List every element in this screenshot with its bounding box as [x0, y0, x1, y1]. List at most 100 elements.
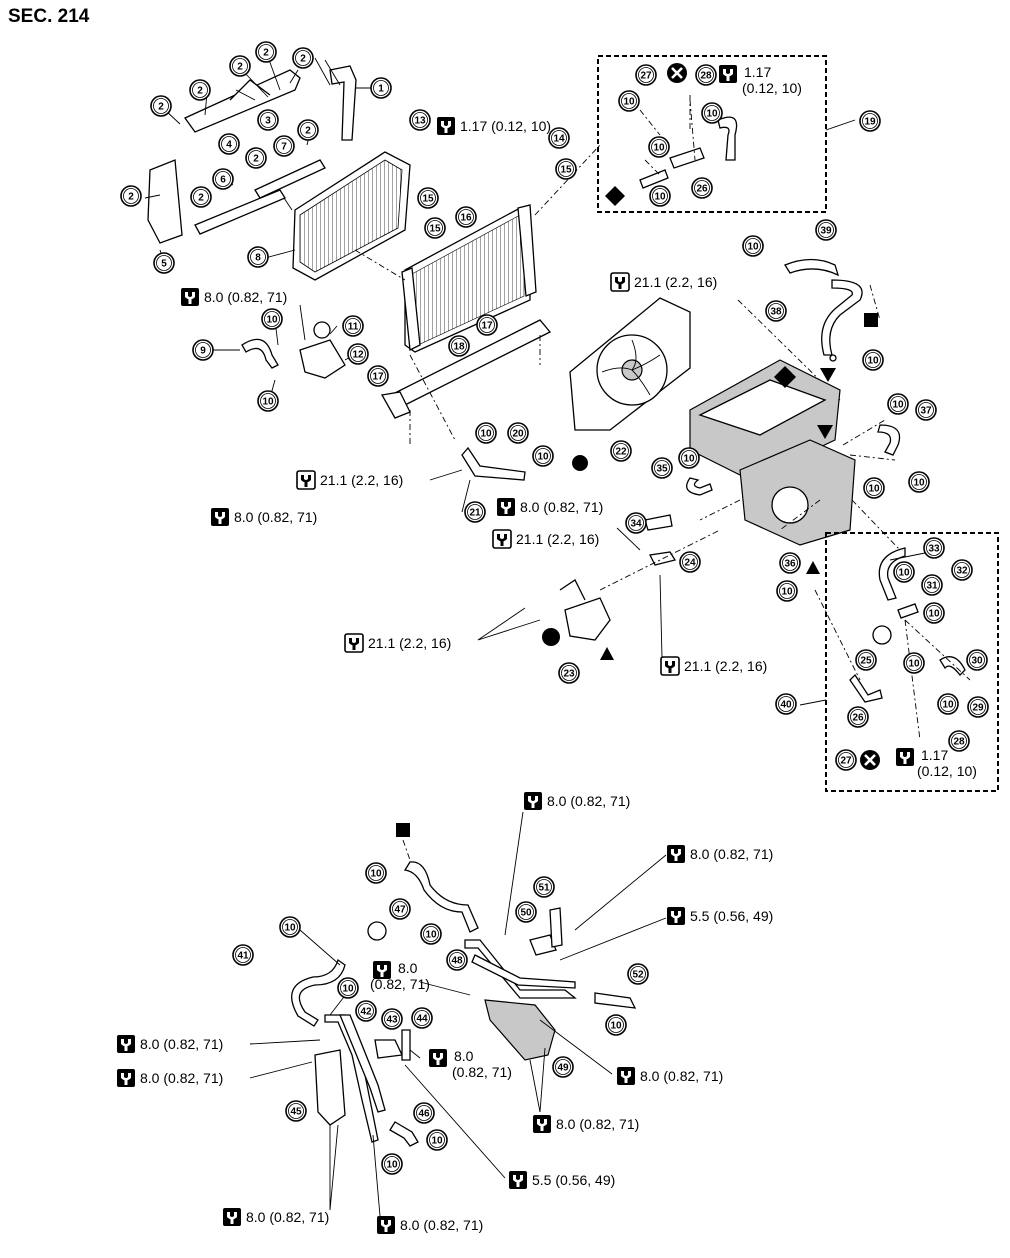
torque-value: 21.1 (2.2, 16) [368, 635, 452, 651]
pipe-42b [339, 1014, 386, 1113]
circle-marker-filled [572, 455, 588, 471]
torque-value-bottom: (0.12, 10) [742, 80, 802, 96]
torque-wrench-icon [497, 498, 515, 516]
torque-label-reservoir: 8.0 (0.82, 71) [180, 287, 287, 307]
torque-wrench-icon [223, 1208, 241, 1226]
torque-value-top: 8.0 [454, 1048, 474, 1064]
condenser-core [299, 159, 403, 273]
torque-wrench-icon [533, 1115, 551, 1133]
pump-bracket [559, 579, 586, 601]
torque-label-19: 1.17 (0.12, 10) [718, 64, 802, 96]
torque-wrench-icon [667, 907, 685, 925]
torque-value: 21.1 (2.2, 16) [634, 274, 718, 290]
torque-label-49-bottom: 8.0 (0.82, 71) [532, 1114, 639, 1134]
air-guide-upper [184, 69, 301, 133]
radiator-lower-hose [461, 446, 526, 481]
diamond-marker-top [605, 186, 625, 206]
torque-value: 21.1 (2.2, 16) [684, 658, 768, 674]
torque-value: 8.0 (0.82, 71) [640, 1068, 724, 1084]
torque-value: 21.1 (2.2, 16) [320, 472, 404, 488]
torque-wrench-icon [296, 470, 316, 490]
hose-37 [877, 424, 901, 456]
torque-value: 8.0 (0.82, 71) [520, 499, 604, 515]
torque-wrench-icon [610, 272, 630, 292]
torque-wrench-icon [344, 633, 364, 653]
triangle-down-marker-2 [817, 425, 833, 439]
torque-label-42-a: 8.0 (0.82, 71) [116, 1034, 223, 1054]
bracket-24 [649, 551, 677, 566]
torque-wrench-icon [211, 508, 229, 526]
torque-wrench-icon [429, 1049, 447, 1067]
inverter-top [698, 379, 827, 436]
torque-value: 5.5 (0.56, 49) [532, 1172, 616, 1188]
torque-label-13: 1.17 (0.12, 10) [436, 116, 551, 136]
pipe-box19 [639, 169, 669, 189]
torque-label-50: 8.0 (0.82, 71) [523, 791, 630, 811]
hose-38 [821, 279, 863, 356]
bracket-50 [529, 934, 557, 956]
torque-label-42-bottom: 8.0 (0.82, 71) [376, 1215, 483, 1235]
torque-wrench-icon [181, 288, 199, 306]
circle-marker-open-box [872, 625, 892, 645]
torque-value-bottom: (0.82, 71) [370, 976, 430, 992]
bracket-44 [401, 1029, 411, 1061]
torque-wrench-icon [492, 529, 512, 549]
radiator-tank-right [517, 204, 537, 297]
radiator-tank-left [401, 267, 421, 352]
air-guide-rib [229, 79, 271, 101]
motor-housing [771, 486, 809, 524]
triangle-down-marker [820, 368, 836, 382]
torque-label-51: 8.0 (0.82, 71) [666, 844, 773, 864]
torque-value: 8.0 (0.82, 71) [246, 1209, 330, 1225]
air-guide-lower-6 [194, 189, 286, 235]
torque-value: 8.0 (0.82, 71) [556, 1116, 640, 1132]
air-guide-side [147, 159, 183, 244]
triangle-up-marker [600, 647, 614, 660]
torque-label-34: 8.0 (0.82, 71) [496, 497, 603, 517]
torque-label-40: 1.17 (0.12, 10) [895, 747, 977, 779]
torque-wrench-icon [660, 656, 680, 676]
torque-label-bracket: 21.1 (2.2, 16) [492, 529, 599, 549]
hose-35 [686, 477, 713, 496]
bracket-1 [329, 65, 357, 141]
section-title: SEC. 214 [8, 6, 90, 27]
torque-value-top: 1.17 [921, 747, 949, 763]
hose-47 [403, 861, 479, 933]
hose-46 [389, 1121, 419, 1147]
triangle-up-marker-box [806, 561, 820, 574]
torque-value-top: 8.0 [398, 960, 418, 976]
torque-wrench-icon [524, 792, 542, 810]
torque-value: 8.0 (0.82, 71) [234, 509, 318, 525]
detail-box-40 [825, 532, 999, 792]
connector-box19 [669, 147, 705, 169]
pipe-48 [464, 939, 577, 999]
torque-label-45: 8.0 (0.82, 71) [222, 1207, 329, 1227]
torque-wrench-icon [896, 748, 914, 766]
bracket-43 [374, 1039, 403, 1059]
hose-39 [784, 258, 840, 277]
pipe-48b [471, 954, 576, 989]
detail-box-19 [597, 55, 827, 213]
torque-value: 21.1 (2.2, 16) [516, 531, 600, 547]
torque-label-pump: 21.1 (2.2, 16) [344, 633, 451, 653]
hose-52 [594, 992, 637, 1009]
bracket-34 [644, 514, 673, 531]
hose-25 [849, 673, 883, 703]
torque-wrench-icon [667, 845, 685, 863]
electric-water-pump [564, 597, 611, 641]
torque-label-21: 8.0 (0.82, 71) [210, 507, 317, 527]
reservoir-hose [241, 338, 279, 369]
hose-33 [878, 547, 906, 601]
torque-value: 8.0 (0.82, 71) [690, 846, 774, 862]
torque-label-55-upper: 5.5 (0.56, 49) [666, 906, 773, 926]
bracket-51 [549, 907, 563, 948]
torque-value: 8.0 (0.82, 71) [204, 289, 288, 305]
torque-value: 8.0 (0.82, 71) [400, 1217, 484, 1233]
bracket-45 [314, 1049, 346, 1126]
torque-wrench-icon [509, 1171, 527, 1189]
torque-label-lower-support: 21.1 (2.2, 16) [296, 470, 403, 490]
torque-value: 5.5 (0.56, 49) [690, 908, 774, 924]
torque-label-48: 8.0 (0.82, 71) [370, 960, 430, 992]
hose-box19 [717, 116, 738, 161]
